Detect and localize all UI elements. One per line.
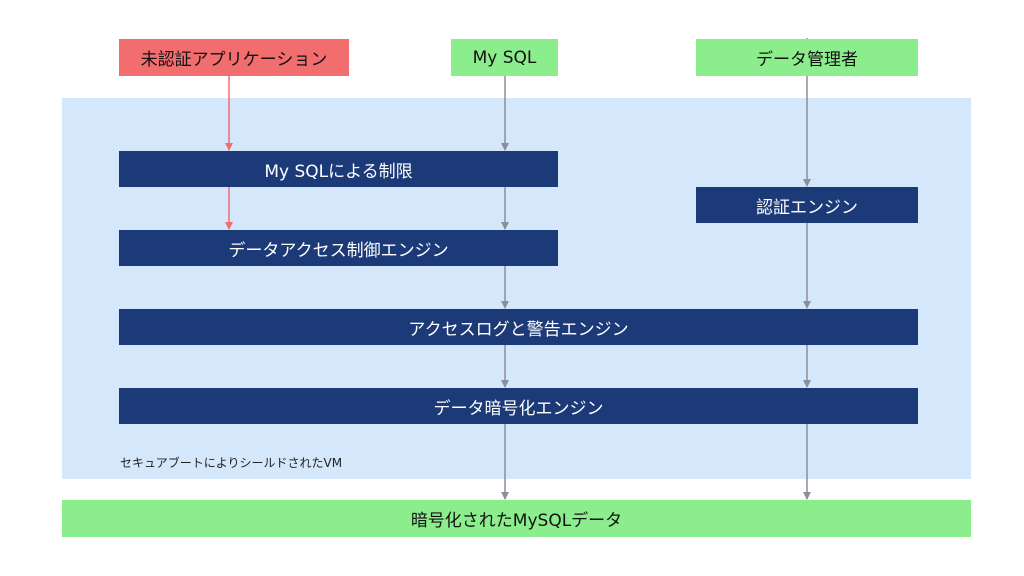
access-log-engine-label: アクセスログと警告エンジン bbox=[408, 319, 629, 340]
mysql-restriction-label: My SQLによる制限 bbox=[264, 161, 413, 182]
mysql-box: My SQL bbox=[451, 39, 558, 76]
unauth-app-label: 未認証アプリケーション bbox=[140, 50, 328, 70]
access-log-engine-box: アクセスログと警告エンジン bbox=[119, 309, 918, 345]
unauth-app-box: 未認証アプリケーション bbox=[119, 39, 349, 76]
encryption-engine-label: データ暗号化エンジン bbox=[433, 398, 604, 419]
access-control-engine-label: データアクセス制御エンジン bbox=[228, 240, 449, 261]
encryption-engine-box: データ暗号化エンジン bbox=[119, 388, 918, 424]
auth-engine-box: 認証エンジン bbox=[696, 187, 918, 223]
access-control-engine-box: データアクセス制御エンジン bbox=[119, 230, 558, 266]
encrypted-data-label: 暗号化されたMySQLデータ bbox=[410, 511, 623, 531]
mysql-restriction-box: My SQLによる制限 bbox=[119, 151, 558, 187]
data-admin-box: データ管理者 bbox=[696, 39, 918, 76]
auth-engine-label: 認証エンジン bbox=[756, 197, 858, 218]
data-admin-label: データ管理者 bbox=[756, 50, 858, 70]
encrypted-data-box: 暗号化されたMySQLデータ bbox=[62, 500, 971, 537]
mysql-label: My SQL bbox=[472, 47, 537, 68]
sealed-vm-label: セキュアブートによりシールドされたVM bbox=[120, 456, 343, 470]
